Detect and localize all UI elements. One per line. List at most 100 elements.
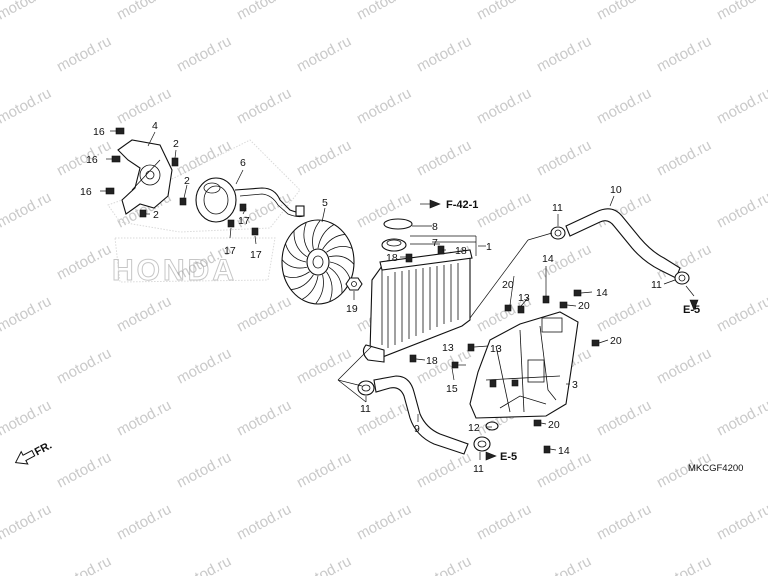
fastener-group: [451, 289, 600, 454]
cooling-fan: [281, 219, 355, 305]
diagram-code: MKCGF4200: [688, 463, 743, 474]
watermark-text: motod.ru: [0, 0, 54, 24]
callout-18: 18: [386, 252, 398, 264]
watermark-text: motod.ru: [294, 553, 354, 576]
lower-radiator-hose: [373, 375, 469, 455]
watermark-text: motod.ru: [174, 33, 234, 76]
callout-2: 2: [184, 175, 190, 187]
callout-11: 11: [360, 403, 371, 415]
watermark-text: motod.ru: [114, 0, 174, 24]
watermark-text: motod.ru: [114, 85, 174, 128]
watermark-text: motod.ru: [294, 449, 354, 492]
watermark-text: motod.ru: [474, 85, 534, 128]
fan-blade: [291, 274, 314, 290]
watermark-text: motod.ru: [534, 553, 594, 576]
callout-7: 7: [432, 237, 438, 249]
bolt-16-group: [105, 127, 125, 195]
watermark-text: motod.ru: [234, 397, 294, 440]
callout-labels: 16 4 2 16 6 2 16 2 17 17 17 5 19 8 7 18 …: [80, 120, 662, 475]
watermark-text: motod.ru: [714, 85, 768, 128]
watermark-text: motod.ru: [294, 137, 354, 180]
fan-blade: [326, 246, 353, 253]
ref-e-5-bottom: E-5: [500, 451, 517, 463]
honda-logo-text: HONDA: [112, 254, 237, 287]
callout-14: 14: [596, 287, 608, 299]
watermark-text: motod.ru: [594, 397, 654, 440]
watermark-text: motod.ru: [414, 553, 474, 576]
fan-blade: [283, 271, 310, 278]
watermark-text: motod.ru: [54, 553, 114, 576]
fan-blade: [329, 261, 351, 281]
callout-17: 17: [224, 245, 236, 257]
watermark-text: motod.ru: [174, 553, 234, 576]
radiator: [362, 249, 473, 363]
fan-blade: [315, 274, 324, 304]
watermark-text: motod.ru: [174, 449, 234, 492]
watermark-text: motod.ru: [54, 241, 114, 284]
radiator-shroud: [469, 311, 579, 419]
watermark-text: motod.ru: [354, 0, 414, 24]
nut-19: [345, 277, 363, 291]
watermark-text: motod.ru: [54, 33, 114, 76]
watermark-text: motod.ru: [714, 0, 768, 24]
callout-18: 18: [426, 355, 438, 367]
watermark-text: motod.ru: [234, 0, 294, 24]
watermark-text: motod.ru: [234, 501, 294, 544]
callout-9: 9: [414, 423, 420, 435]
watermark-text: motod.ru: [294, 33, 354, 76]
callout-20: 20: [578, 300, 590, 312]
watermark-text: motod.ru: [114, 397, 174, 440]
callout-19: 19: [346, 303, 358, 315]
callout-14: 14: [558, 445, 570, 457]
callout-12: 12: [468, 422, 480, 434]
watermark-text: motod.ru: [54, 345, 114, 388]
watermark-text: motod.ru: [414, 33, 474, 76]
watermark-text: motod.ru: [234, 293, 294, 336]
watermark-text: motod.ru: [114, 501, 174, 544]
fan-blade: [328, 266, 343, 293]
screw-17-group: [227, 203, 259, 236]
watermark-text: motod.ru: [114, 293, 174, 336]
watermark-text: motod.ru: [414, 137, 474, 180]
watermark-text: motod.ru: [594, 501, 654, 544]
watermark-text: motod.ru: [474, 189, 534, 232]
watermark-text: motod.ru: [714, 501, 768, 544]
watermark-text: motod.ru: [594, 0, 654, 24]
callout-16: 16: [93, 126, 105, 138]
fan-blade: [322, 234, 345, 250]
fan-blade: [329, 255, 355, 265]
callout-11: 11: [552, 202, 563, 214]
callout-2: 2: [153, 209, 159, 221]
watermark-text: motod.ru: [534, 137, 594, 180]
callout-8: 8: [432, 221, 438, 233]
callout-6: 6: [240, 157, 246, 169]
watermark-text: motod.ru: [174, 345, 234, 388]
watermark-text: motod.ru: [654, 345, 714, 388]
watermark-text: motod.ru: [234, 85, 294, 128]
watermark-text: motod.ru: [654, 553, 714, 576]
callout-11: 11: [473, 463, 484, 475]
reference-markers: F-42-1 E-5 E-5: [429, 199, 700, 463]
callout-14: 14: [542, 253, 554, 265]
watermark-text: motod.ru: [0, 85, 54, 128]
watermark-text: motod.ru: [594, 85, 654, 128]
watermark-text: motod.ru: [354, 501, 414, 544]
fan-motor: [195, 177, 305, 223]
callout-20: 20: [502, 279, 514, 291]
watermark-text: motod.ru: [294, 345, 354, 388]
watermark-text: motod.ru: [654, 33, 714, 76]
fan-blade: [302, 275, 319, 300]
watermark-text: motod.ru: [54, 449, 114, 492]
fan-blade: [285, 243, 307, 263]
fan-shroud-bracket: [117, 139, 173, 215]
callout-4: 4: [152, 120, 158, 132]
callout-15: 15: [446, 383, 458, 395]
callout-20: 20: [548, 419, 560, 431]
fan-blade: [326, 271, 333, 302]
callout-5: 5: [322, 197, 328, 209]
watermark-text: motod.ru: [654, 137, 714, 180]
callout-13: 13: [442, 342, 454, 354]
callout-10: 10: [610, 184, 622, 196]
callout-1: 1: [486, 241, 492, 253]
callout-11: 11: [651, 279, 662, 291]
